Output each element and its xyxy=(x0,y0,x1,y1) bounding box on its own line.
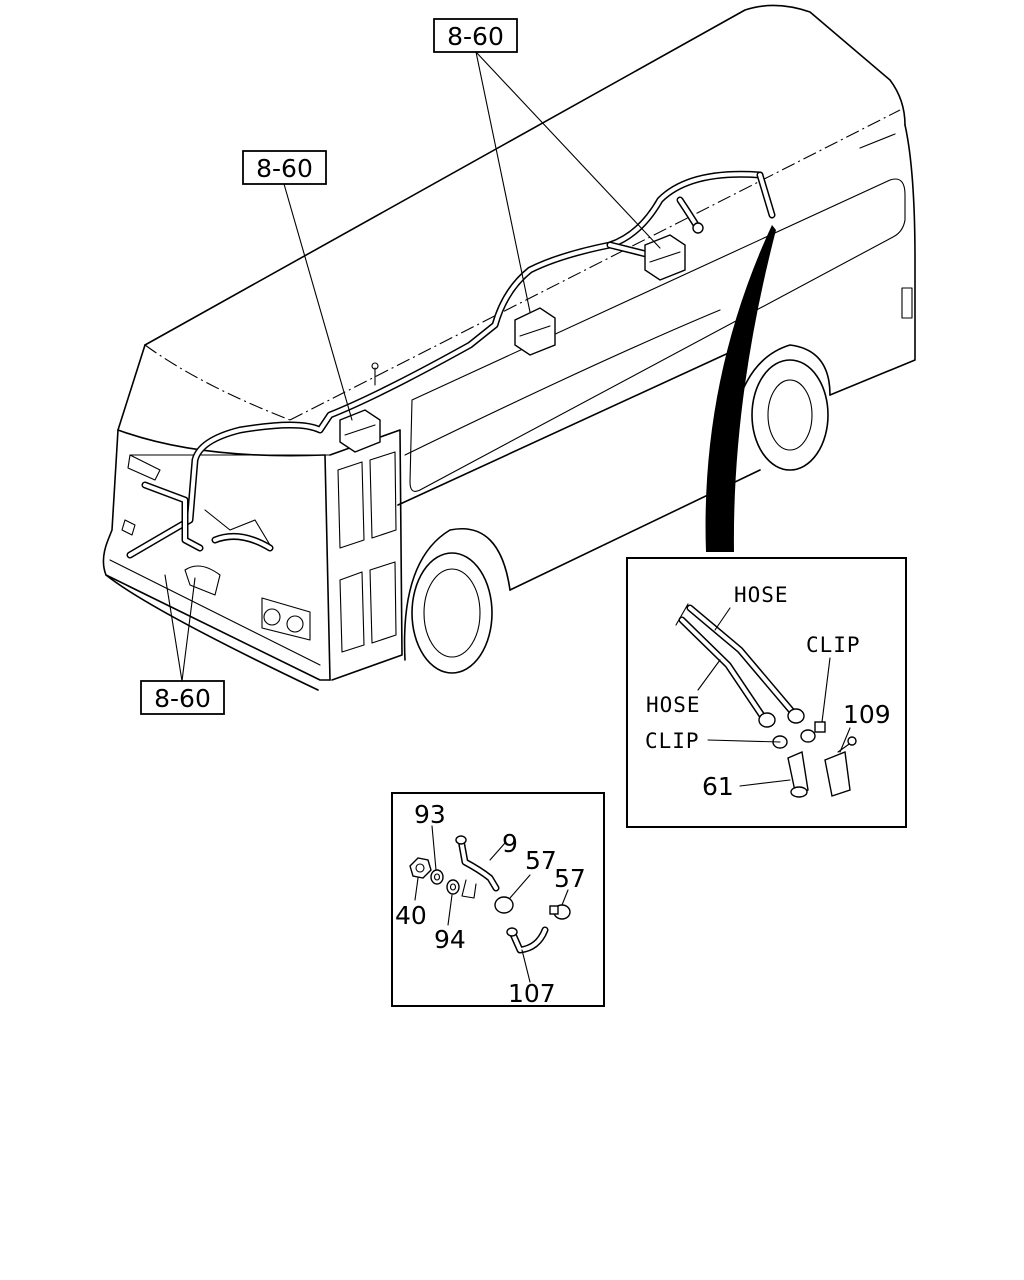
label-part-109: 109 xyxy=(843,700,891,729)
callout-ref-bottom-text: 8-60 xyxy=(154,684,211,713)
label-part-40: 40 xyxy=(395,901,427,930)
label-part-61: 61 xyxy=(702,772,734,801)
label-part-94: 94 xyxy=(434,925,466,954)
leader-left xyxy=(283,183,353,421)
label-hose-upper: HOSE xyxy=(734,583,789,607)
label-part-107: 107 xyxy=(508,979,556,1008)
label-clip-right: CLIP xyxy=(806,633,861,657)
leader-top-b xyxy=(475,51,661,249)
middle-heater-unit xyxy=(514,307,556,356)
detail-panel-hose: HOSE HOSE CLIP CLIP 109 61 xyxy=(626,557,907,828)
label-part-57b: 57 xyxy=(554,864,586,893)
leader-bottom-a xyxy=(164,574,183,682)
leader-top-a xyxy=(475,51,531,313)
rear-heater-unit xyxy=(644,234,686,281)
label-clip-left: CLIP xyxy=(645,729,700,753)
van-body xyxy=(102,4,916,691)
detail-panel-parts: 93 9 57 57 40 94 107 xyxy=(391,792,605,1008)
callout-ref-left-text: 8-60 xyxy=(256,154,313,183)
front-heater-unit xyxy=(339,409,381,453)
callout-ref-top[interactable]: 8-60 xyxy=(433,18,518,53)
label-part-93: 93 xyxy=(414,800,446,829)
label-part-57a: 57 xyxy=(525,846,557,875)
callout-ref-left[interactable]: 8-60 xyxy=(242,150,327,185)
label-part-9: 9 xyxy=(502,829,518,858)
detail-pointer xyxy=(705,225,776,552)
leader-bottom-b xyxy=(181,577,196,682)
label-hose-lower: HOSE xyxy=(646,693,701,717)
heater-hose-routing xyxy=(126,170,776,596)
callout-ref-top-text: 8-60 xyxy=(447,22,504,51)
callout-ref-bottom[interactable]: 8-60 xyxy=(140,680,225,715)
